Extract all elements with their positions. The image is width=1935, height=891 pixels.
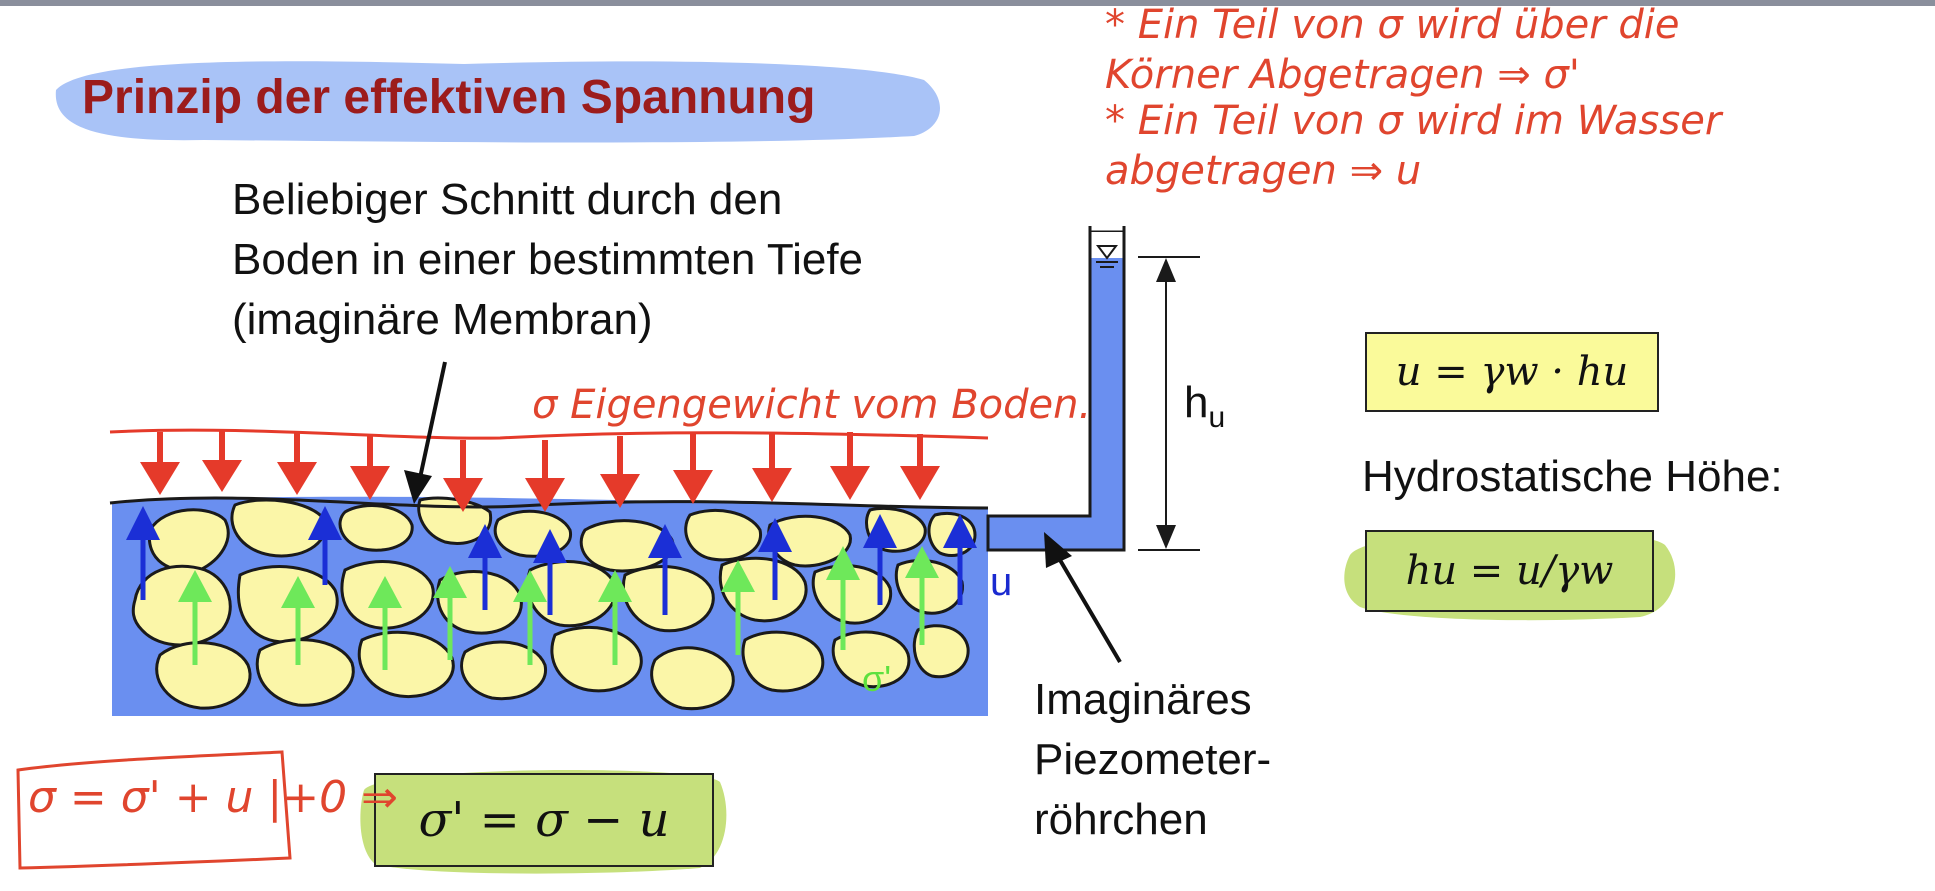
membrane-pointer-arrow xyxy=(404,361,447,504)
sigma-arrows xyxy=(140,430,940,512)
height-label: hu xyxy=(1184,378,1225,435)
piezometer-label-line: Piezometer- xyxy=(1034,735,1272,784)
ground-surface xyxy=(109,496,989,510)
height-dimension xyxy=(1138,256,1200,551)
handwritten-note-grains: * Ein Teil von σ wird über die Körner Ab… xyxy=(1105,0,1680,100)
u-arrows xyxy=(126,506,977,615)
section-description: Beliebiger Schnitt durch den Boden in ei… xyxy=(232,170,863,350)
title-highlight xyxy=(55,61,941,143)
piezometer-label-line: röhrchen xyxy=(1034,795,1208,844)
note-line: * Ein Teil von σ wird im Wasser xyxy=(1105,98,1722,144)
sigma-prime-arrows xyxy=(178,546,939,670)
description-line: Boden in einer bestimmten Tiefe xyxy=(232,235,864,284)
height-symbol: h xyxy=(1184,378,1209,427)
hydrostatic-label: Hydrostatische Höhe: xyxy=(1362,452,1783,501)
piezometer-label-line: Imaginäres xyxy=(1034,675,1252,724)
formula-u: u = γw · hu xyxy=(1365,332,1659,412)
sigma-prime-label: σ' xyxy=(862,658,892,699)
handwritten-formula-box xyxy=(16,750,292,870)
note-line: Körner Abgetragen ⇒ σ' xyxy=(1105,52,1580,98)
u-label: u xyxy=(990,560,1013,604)
top-border xyxy=(0,0,1935,6)
description-line: Beliebiger Schnitt durch den xyxy=(232,175,783,224)
formula-sigma-prime: σ' = σ − u xyxy=(374,773,714,867)
handwritten-note-water: * Ein Teil von σ wird im Wasser abgetrag… xyxy=(1105,96,1721,196)
piezometer-label: Imaginäres Piezometer- röhrchen xyxy=(1034,670,1271,850)
description-line: (imaginäre Membran) xyxy=(232,295,653,344)
piezometer-pointer-arrow xyxy=(1044,532,1122,664)
note-line: * Ein Teil von σ wird über die xyxy=(1105,2,1680,48)
handwritten-formula: σ = σ' + u |+0 ⇒ xyxy=(28,772,398,823)
formula-hu: hu = u/γw xyxy=(1365,530,1654,612)
slide-title: Prinzip der effektiven Spannung xyxy=(82,71,816,124)
note-line: abgetragen ⇒ u xyxy=(1105,148,1422,194)
water-level-icon xyxy=(1096,245,1118,268)
sigma-annotation: σ Eigengewicht vom Boden. xyxy=(532,382,1092,428)
load-line xyxy=(109,428,989,440)
height-subscript: u xyxy=(1208,400,1226,434)
